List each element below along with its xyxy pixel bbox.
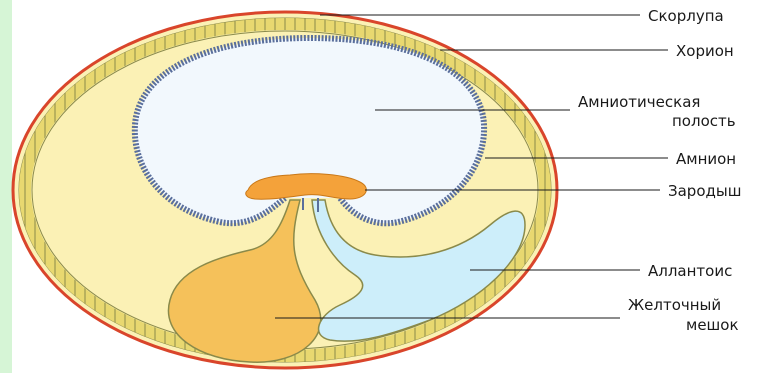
label-amniotic-cavity-1: Амниотическая <box>578 93 700 111</box>
label-embryo: Зародыш <box>668 182 741 200</box>
label-shell: Скорлупа <box>648 7 724 25</box>
label-chorion: Хорион <box>676 42 734 60</box>
label-allantois: Аллантоис <box>648 262 732 280</box>
label-yolk-sac-1: Желточный <box>628 296 721 314</box>
label-amnion: Амнион <box>676 150 736 168</box>
label-amniotic-cavity-2: полость <box>672 112 736 130</box>
label-yolk-sac-2: мешок <box>686 316 739 334</box>
amnion <box>135 38 484 223</box>
